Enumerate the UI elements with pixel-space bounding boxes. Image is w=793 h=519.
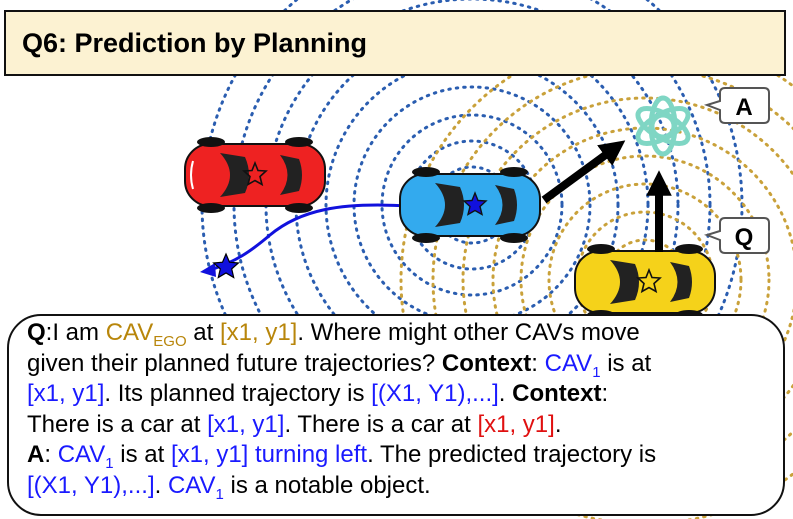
a-trajectory-text: [(X1, Y1),...] — [27, 471, 155, 499]
a-coordinate: [x1, y1] turning left — [170, 441, 368, 468]
red-car-star-icon — [242, 160, 268, 187]
qa-line-2: given their planned future trajectories?… — [27, 349, 765, 380]
q-text: : — [601, 380, 609, 407]
answer-bubble-label: A — [735, 94, 752, 121]
a-text: : — [44, 441, 58, 468]
cav1-car — [399, 167, 541, 243]
a-cav1-label-2: CAV1 — [167, 471, 224, 503]
a-text: is a notable object. — [223, 471, 431, 499]
a-text: is at — [113, 441, 171, 468]
chatgpt-logo-icon — [635, 95, 691, 157]
q-text: given their planned future trajectories? — [27, 349, 442, 377]
q-text: . — [498, 380, 513, 407]
q-text: There is a car at — [27, 410, 208, 438]
qa-line-4: There is a car at [x1, y1]. There is a c… — [27, 410, 765, 441]
page-title: Q6: Prediction by Planning — [22, 27, 368, 58]
qa-text-box: Q:I am CAVEGO at [x1, y1]. Where might o… — [7, 314, 785, 516]
qa-line-3: [x1, y1]. Its planned trajectory is [(X1… — [27, 379, 765, 410]
qa-line-1: Q:I am CAVEGO at [x1, y1]. Where might o… — [27, 318, 765, 349]
trajectory-end-star-icon — [212, 252, 240, 279]
cav1-trajectory-text: [(X1, Y1),...] — [371, 380, 499, 407]
a-label: A — [27, 441, 45, 468]
a-text: . The predicted trajectory is — [367, 441, 657, 468]
q-text: . Its planned trajectory is — [104, 380, 372, 407]
ego-coordinate: [x1, y1] — [219, 319, 298, 346]
q-text: at — [186, 319, 220, 346]
title-banner: Q6: Prediction by Planning — [4, 10, 786, 76]
trajectory-arrowhead — [200, 263, 216, 277]
context-label: Context — [512, 380, 602, 407]
question-bubble-label: Q — [735, 224, 754, 251]
red-car — [184, 137, 326, 213]
cav1-to-llm-arrow — [541, 140, 626, 204]
cav-ego-label: CAVEGO — [105, 319, 187, 350]
car-coordinate-blue: [x1, y1] — [207, 410, 285, 438]
q-text: is at — [600, 349, 652, 377]
cav1-star-icon — [462, 191, 488, 216]
a-cav1-label: CAV1 — [57, 441, 114, 472]
ego-car — [574, 244, 716, 320]
cav1-coordinate: [x1, y1] — [27, 380, 105, 407]
q-label: Q — [27, 319, 46, 346]
car-coordinate-red: [x1, y1] — [477, 410, 555, 438]
ego-star-icon — [636, 267, 662, 294]
a-text: . — [154, 471, 168, 499]
q-text: . Where might other CAVs move — [297, 319, 640, 346]
cav1-label: CAV1 — [544, 349, 601, 381]
q-text: :I am — [45, 319, 106, 346]
question-bubble: Q — [703, 217, 770, 254]
cav1-trajectory — [209, 203, 409, 272]
q-text: . There is a car at — [284, 410, 478, 438]
answer-bubble: A — [703, 87, 770, 124]
qa-line-6: [(X1, Y1),...]. CAV1 is a notable object… — [27, 471, 765, 502]
q-text: : — [531, 349, 545, 377]
q-text: . — [554, 410, 562, 438]
qa-line-5: A: CAV1 is at [x1, y1] turning left. The… — [27, 440, 765, 471]
context-label: Context — [441, 349, 532, 377]
